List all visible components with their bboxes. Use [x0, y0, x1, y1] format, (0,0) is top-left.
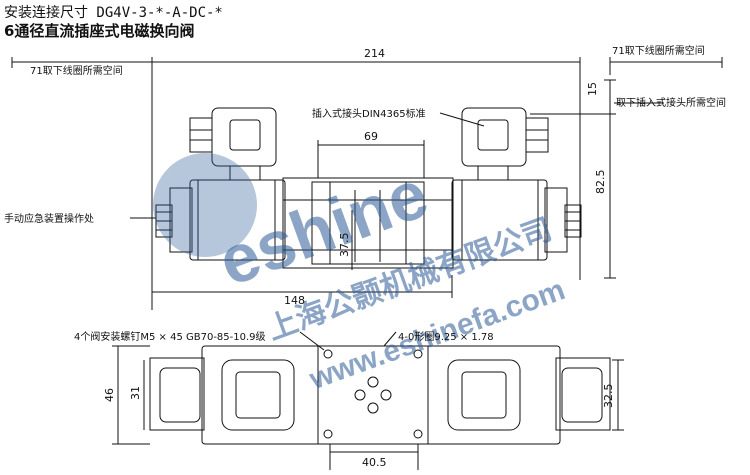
right-clearance-label: 71取下线圈所需空间	[612, 44, 705, 57]
dim-top: 15	[586, 82, 599, 96]
bottom-left-connector	[221, 359, 295, 431]
oring-label: 4-0形圈9.25 × 1.78	[398, 331, 494, 343]
dim-body-length: 148	[284, 294, 305, 307]
dim-center: 69	[364, 130, 378, 143]
dim-overall: 214	[364, 47, 385, 60]
bottom-center-block	[317, 345, 429, 445]
dim-base-height: 46	[103, 388, 116, 402]
left-solenoid	[189, 179, 286, 261]
bottom-right-coil	[555, 357, 611, 431]
dim-right-height: 32.5	[602, 384, 615, 409]
dim-base-inner: 31	[129, 386, 142, 400]
right-connector	[461, 107, 527, 167]
connector-remove-label: 取下插入式接头所需空间	[616, 96, 726, 109]
valve-body	[282, 177, 454, 269]
title-line-1: 安装连接尺寸 DG4V-3-*-A-DC-*	[4, 5, 223, 21]
dim-height: 82.5	[594, 170, 607, 195]
left-clearance-label: 71取下线圈所需空间	[30, 64, 123, 77]
right-solenoid	[451, 179, 548, 261]
bottom-left-coil	[149, 357, 205, 431]
title-line-2: 6通径直流插座式电磁换向阀	[4, 22, 195, 40]
bolts-label: 4个阀安装螺钉M5 × 45 GB70-85-10.9级	[74, 330, 266, 343]
connector-std-label: 插入式接头DIN4365标准	[312, 107, 426, 120]
manual-override-label: 手动应急装置操作处	[4, 212, 94, 225]
bottom-right-connector	[447, 359, 521, 431]
dim-bottom-width: 40.5	[362, 456, 387, 469]
dim-mid-height: 37.5	[338, 233, 351, 258]
